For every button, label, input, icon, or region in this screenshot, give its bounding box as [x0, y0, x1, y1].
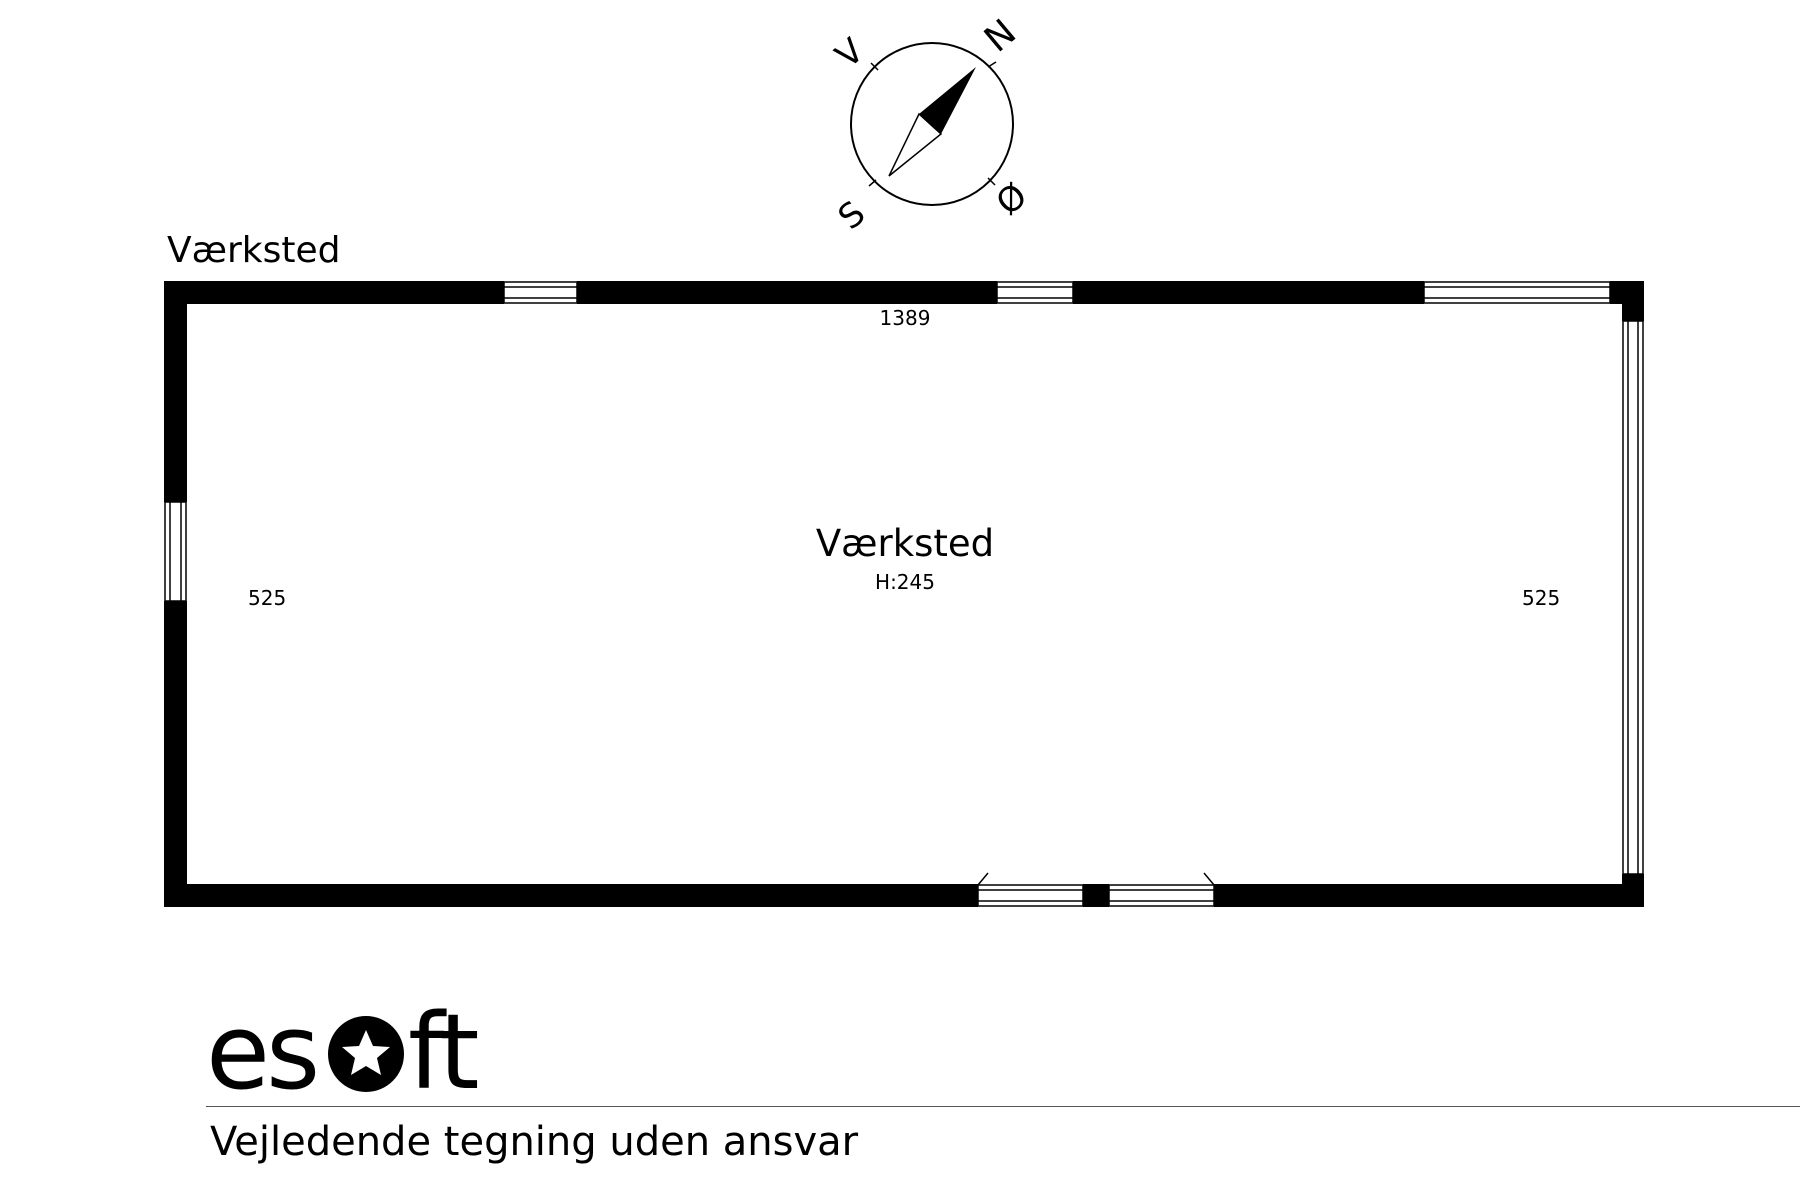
compass-ring: [850, 42, 1014, 206]
compass-tick: [868, 179, 877, 187]
window-right: [1622, 320, 1644, 875]
windows: [164, 281, 1644, 875]
wall-top-segment: [577, 281, 997, 304]
compass-tick: [987, 61, 997, 68]
compass-label-south: S: [831, 193, 873, 238]
wall-bottom-segment: [164, 884, 978, 907]
window-top-3: [1423, 281, 1611, 304]
footer-divider: [206, 1106, 1800, 1107]
disclaimer-text: Vejledende tegning uden ansvar: [210, 1119, 859, 1165]
compass-needle-south: [888, 112, 943, 177]
door-bottom-2: [1108, 884, 1215, 907]
wall-bottom-segment: [1214, 884, 1644, 907]
compass-tick: [987, 177, 996, 186]
window-top-1: [503, 281, 578, 304]
wall-top-segment: [1073, 281, 1424, 304]
compass-label-north: N: [977, 12, 1024, 61]
building-title: Værksted: [167, 230, 341, 271]
dimension-right: 525: [1522, 586, 1561, 610]
door-swing-mark: [1203, 872, 1215, 886]
wall-right-segment: [1622, 281, 1644, 321]
window-top-2: [996, 281, 1074, 304]
logo-text-es: es: [206, 1000, 316, 1100]
door-bottom-1: [977, 884, 1084, 907]
doors: [977, 872, 1215, 907]
logo-wordmark: es ft: [206, 1000, 482, 1100]
esoft-logo: [328, 1016, 404, 1092]
wall-bottom-segment: [1083, 884, 1109, 907]
wall-left-segment: [164, 281, 187, 502]
compass: N V Ø S: [828, 12, 1035, 238]
window-left: [164, 501, 187, 602]
logo-star-cutout: [342, 1030, 390, 1075]
compass-label-west: V: [828, 31, 872, 77]
logo-text-ft: ft: [408, 1000, 478, 1100]
dimension-left: 525: [248, 586, 287, 610]
wall-left-segment: [164, 601, 187, 907]
wall-top-segment: [164, 281, 504, 304]
room-name: Værksted: [815, 522, 995, 565]
door-swing-mark: [977, 872, 989, 886]
compass-needle-north: [919, 67, 976, 134]
dimension-top: 1389: [879, 306, 931, 330]
compass-label-east: Ø: [989, 176, 1035, 224]
compass-tick: [870, 62, 879, 71]
walls: [164, 281, 1644, 907]
room-height: H:245: [875, 570, 935, 594]
